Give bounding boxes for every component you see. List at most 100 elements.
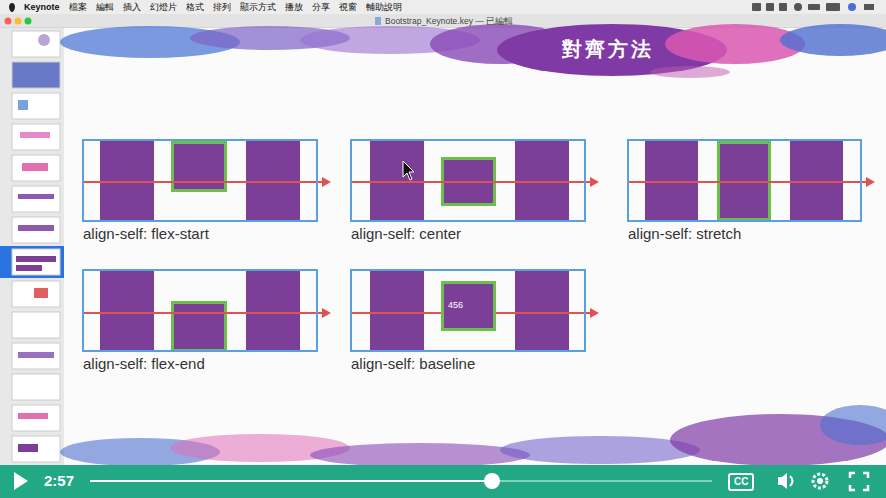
thumbnail: [12, 436, 60, 462]
paint-splash: [780, 24, 886, 56]
menu-icon: [864, 4, 874, 10]
flex-item: [100, 271, 154, 351]
minimize-button: [15, 18, 22, 25]
arrow-head: [590, 177, 599, 187]
axis-line: [82, 312, 324, 314]
status-icons: [752, 3, 874, 11]
menu-item: 插入: [123, 1, 141, 13]
highlight-outline: [173, 143, 226, 191]
menu-item: 視窗: [339, 1, 357, 13]
slide-navigator: [0, 28, 64, 465]
apple-logo: [9, 3, 15, 12]
settings-icon: [813, 474, 827, 488]
item-text: 456: [448, 299, 493, 311]
thumbnail: [12, 217, 60, 243]
watercolor-top: [60, 24, 886, 78]
highlight-outline: [173, 303, 226, 351]
document-icon: [375, 17, 381, 25]
container-label: align-self: baseline: [351, 355, 475, 372]
flex-container: align-self: baseline456: [350, 269, 586, 352]
container-label: align-self: center: [351, 225, 461, 242]
thumbnail-art: [18, 352, 54, 358]
paint-splash: [820, 405, 886, 445]
axis-line: [627, 181, 868, 183]
thumbnail-art: [34, 288, 48, 298]
thumbnail-art: [18, 194, 54, 199]
container-label: align-self: stretch: [628, 225, 741, 242]
zoom-button: [25, 18, 32, 25]
input-icon: [826, 3, 840, 11]
axis-line: [82, 181, 324, 183]
flex-item: [172, 141, 226, 191]
arrow-head: [322, 308, 331, 318]
thumbnail-art: [18, 100, 28, 110]
thumbnail-art: [38, 34, 50, 46]
window-title: Bootstrap_Keynote.key — 已編輯: [385, 15, 513, 27]
progress-track: [90, 480, 712, 482]
status-icon: [766, 3, 774, 11]
fullscreen-icon: [850, 473, 868, 490]
thumbnail-art: [18, 225, 54, 231]
status-icon: [752, 3, 761, 11]
captions-button: CC: [728, 473, 754, 491]
flex-item: [370, 271, 424, 351]
flex-container: align-self: flex-start: [82, 139, 318, 222]
thumbnail-art: [18, 413, 48, 419]
flex-item: [246, 271, 300, 351]
video-control-bar: [0, 465, 886, 498]
thumbnail-art: [18, 444, 38, 452]
axis-line: [350, 181, 592, 183]
arrow-head: [322, 177, 331, 187]
progress-played: [90, 480, 492, 482]
paint-splash: [650, 66, 730, 78]
thumbnail: [12, 93, 60, 119]
arrow-head: [866, 177, 875, 187]
volume-wave: [790, 476, 793, 486]
play-icon: [14, 472, 28, 490]
menu-item: 幻燈片: [150, 1, 177, 13]
thumbnail: [12, 405, 60, 431]
thumbnail: [12, 62, 60, 88]
menu-item: 播放: [285, 1, 303, 13]
thumbnail: [12, 155, 60, 181]
flex-item: 456: [441, 281, 496, 331]
menu-bar-items: Keynote檔案編輯插入幻燈片格式排列顯示方式播放分享視窗輔助說明: [24, 1, 402, 13]
flex-item: [172, 301, 226, 351]
thumbnail: [12, 343, 60, 369]
flex-container: align-self: flex-end: [82, 269, 318, 352]
slide-title: 對齊方法: [562, 36, 654, 63]
thumbnail: [12, 281, 60, 307]
thumbnail: [12, 31, 60, 57]
battery-icon: [808, 4, 820, 10]
container-label: align-self: flex-end: [83, 355, 205, 372]
container-label: align-self: flex-start: [83, 225, 209, 242]
flex-items: [100, 141, 843, 351]
close-button: [5, 18, 12, 25]
thumbnail-art: [20, 132, 50, 138]
flex-item: [515, 271, 569, 351]
thumbnail-art: [16, 256, 56, 262]
slide-thumbnails: [12, 31, 60, 462]
thumbnail: [12, 374, 60, 400]
menu-item: 編輯: [96, 1, 114, 13]
selected-slide-highlight: [0, 246, 64, 278]
settings-icon-center: [817, 478, 823, 484]
app-menu: Keynote: [24, 1, 60, 13]
flex-container: align-self: stretch: [627, 139, 862, 222]
user-icon: [848, 3, 856, 11]
thumbnail: [12, 186, 60, 212]
thumbnail-art: [22, 163, 48, 171]
menu-item: 分享: [312, 1, 330, 13]
menu-item: 輔助說明: [366, 1, 402, 13]
thumbnail: [12, 312, 60, 338]
wifi-icon: [794, 3, 802, 11]
watercolor-bottom: [60, 405, 886, 467]
menu-item: 格式: [186, 1, 204, 13]
thumbnail: [12, 124, 60, 150]
menu-item: 檔案: [69, 1, 87, 13]
paint-splash: [500, 436, 700, 464]
menu-item: 排列: [213, 1, 231, 13]
progress-knob: [484, 473, 500, 489]
